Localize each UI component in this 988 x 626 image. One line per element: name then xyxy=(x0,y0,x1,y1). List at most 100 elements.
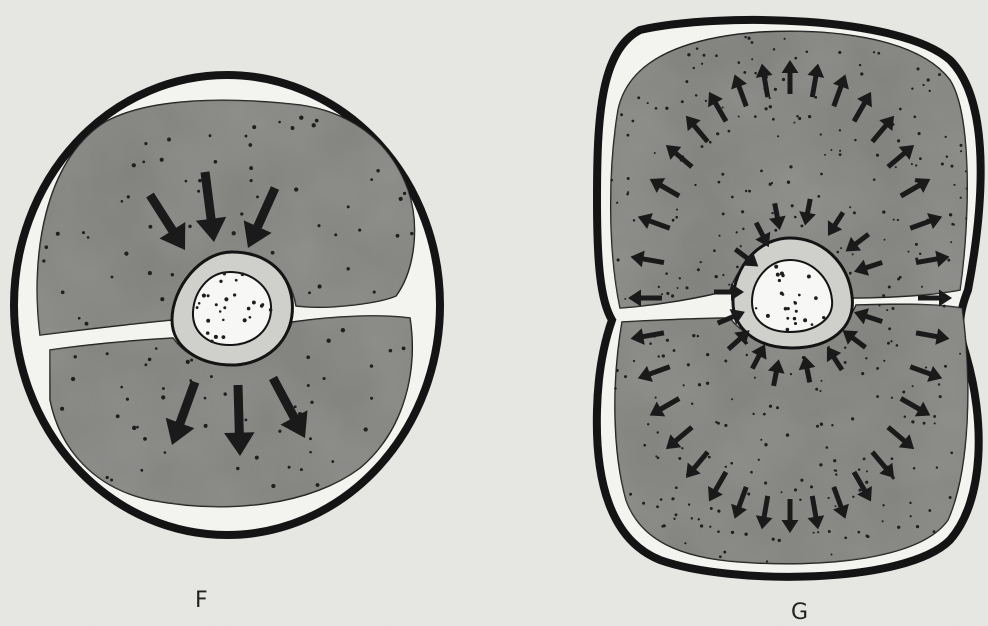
stipple-dot xyxy=(728,284,730,286)
stipple-dot xyxy=(737,61,740,64)
stipple-dot xyxy=(358,229,361,232)
stipple-dot xyxy=(675,216,678,219)
panel-f-label: F xyxy=(195,588,208,613)
stipple-dot xyxy=(882,520,884,522)
stipple-dot xyxy=(709,141,712,144)
stipple-dot xyxy=(745,190,747,192)
stipple-dot xyxy=(933,530,936,533)
stipple-dot xyxy=(308,291,311,294)
stipple-dot xyxy=(71,377,75,381)
stipple-dot xyxy=(626,193,629,196)
stipple-dot xyxy=(240,212,243,215)
stipple-dot xyxy=(658,286,660,288)
stipple-dot xyxy=(610,179,613,182)
stipple-dot xyxy=(953,224,955,226)
stipple-dot xyxy=(250,179,253,182)
stipple-dot xyxy=(705,100,707,102)
marrow-dot xyxy=(222,335,226,339)
stipple-dot xyxy=(915,243,918,246)
stipple-dot xyxy=(821,380,823,382)
stipple-dot xyxy=(858,468,860,470)
stipple-dot xyxy=(882,504,884,506)
stipple-dot xyxy=(106,476,109,479)
stipple-dot xyxy=(731,196,734,199)
stipple-dot xyxy=(717,422,720,425)
stipple-dot xyxy=(839,150,841,152)
stipple-dot xyxy=(708,456,711,459)
stipple-dot xyxy=(706,382,709,385)
stipple-dot xyxy=(632,120,635,123)
stipple-dot xyxy=(851,417,854,420)
stipple-dot xyxy=(896,344,899,347)
stipple-dot xyxy=(655,107,658,110)
stipple-dot xyxy=(693,67,695,69)
stipple-dot xyxy=(617,258,620,261)
stipple-dot xyxy=(852,496,854,498)
stipple-dot xyxy=(190,359,193,362)
stipple-dot xyxy=(307,384,310,387)
stipple-dot xyxy=(897,219,899,221)
stipple-dot xyxy=(742,228,744,230)
stipple-dot xyxy=(772,538,775,541)
stipple-dot xyxy=(701,63,703,65)
stipple-dot xyxy=(895,166,897,168)
stipple-dot xyxy=(673,518,675,520)
stipple-dot xyxy=(816,425,819,428)
stipple-dot xyxy=(882,210,885,213)
stipple-dot xyxy=(945,136,947,138)
marrow-dot xyxy=(776,273,780,277)
stipple-dot xyxy=(327,339,331,343)
panel-f-cross-section xyxy=(14,75,440,535)
stipple-dot xyxy=(916,525,919,528)
stipple-dot xyxy=(838,51,841,54)
stipple-dot xyxy=(794,57,797,60)
stipple-dot xyxy=(185,180,188,183)
stipple-dot xyxy=(692,334,695,337)
stipple-dot xyxy=(700,524,703,527)
marrow-dot xyxy=(241,272,245,276)
stipple-dot xyxy=(951,165,954,168)
stipple-dot xyxy=(744,533,747,536)
stipple-dot xyxy=(736,266,739,269)
stipple-dot xyxy=(891,457,894,460)
stipple-dot xyxy=(681,447,683,449)
stipple-dot xyxy=(161,395,165,399)
stipple-dot xyxy=(876,395,879,398)
marrow-dot xyxy=(822,316,825,319)
stipple-dot xyxy=(642,502,645,505)
stipple-dot xyxy=(736,231,738,233)
stipple-dot xyxy=(697,335,699,337)
stipple-dot xyxy=(800,479,803,482)
marrow-dot xyxy=(786,328,790,332)
stipple-dot xyxy=(722,212,725,215)
stipple-dot xyxy=(904,415,906,417)
stipple-dot xyxy=(291,126,295,130)
stipple-dot xyxy=(748,190,751,193)
stipple-dot xyxy=(685,80,688,83)
stipple-dot xyxy=(859,64,861,66)
stipple-dot xyxy=(186,360,190,364)
stipple-dot xyxy=(825,446,828,449)
stipple-dot xyxy=(657,456,660,459)
stipple-dot xyxy=(662,354,665,357)
stipple-dot xyxy=(687,363,690,366)
stipple-dot xyxy=(773,48,775,50)
stipple-dot xyxy=(715,275,718,278)
stipple-dot xyxy=(188,225,191,228)
stipple-dot xyxy=(890,340,892,342)
stipple-dot xyxy=(148,225,152,229)
stipple-dot xyxy=(649,342,652,345)
stipple-dot xyxy=(771,182,773,184)
stipple-dot xyxy=(719,555,722,558)
stipple-dot xyxy=(655,397,657,399)
stipple-dot xyxy=(799,499,801,501)
stipple-dot xyxy=(943,305,946,308)
stipple-dot xyxy=(691,402,693,404)
stipple-dot xyxy=(255,456,259,460)
stipple-dot xyxy=(747,492,750,495)
stipple-dot xyxy=(56,232,60,236)
stipple-dot xyxy=(698,518,700,520)
stipple-dot xyxy=(763,413,766,416)
stipple-dot xyxy=(784,38,786,40)
